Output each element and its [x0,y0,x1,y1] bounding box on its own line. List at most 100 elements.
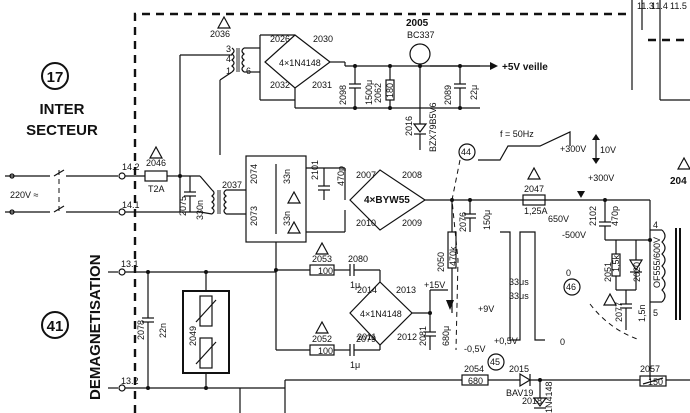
pin-1: 1 [226,66,231,76]
voltage-15v: +15V [424,280,445,290]
inter-label: INTER [40,101,85,118]
terminal-14-2: 14.2 [122,162,140,172]
warning-icon [216,15,232,29]
pulse-zero: 0 [566,268,571,278]
pin-4-right: 4 [653,220,658,230]
d2020-ref: 2020 [632,262,642,282]
c2098-value: 1500μ [364,80,374,105]
d2032-ref: 2032 [270,80,290,90]
warning-icon [526,166,542,180]
d2012-ref: 2012 [397,332,417,342]
d2015-value: BAV19 [506,388,533,398]
rail-300v-label: +300V [588,173,614,183]
c2081-ref: 2081 [418,326,428,346]
z2018-value: 1N4148 [544,381,554,413]
marker-44 [458,143,476,161]
pin-3: 3 [226,44,231,54]
c2075-ref: 2075 [178,196,188,216]
time-33us-2: 33μs [509,291,529,301]
block-41-circle [41,311,69,339]
r2050-ref: 2050 [436,252,446,272]
d2007-ref: 2007 [356,170,376,180]
c2101-value: 470p [336,166,346,186]
r2054-value: 680 [468,376,483,386]
pin-5-right: 5 [653,308,658,318]
d2020-value: OF555/600V [652,237,662,288]
pulse-waveform [500,231,545,341]
r2053-value: 100 [318,266,333,276]
c2079-value: 1μ [350,360,360,370]
d2013-ref: 2013 [396,285,416,295]
bridge-3-type: 4×1N4148 [360,309,402,319]
d2010-ref: 2010 [356,218,376,228]
voltage-plus-05v: +0,5V [494,336,518,346]
q2005-type: BC337 [407,30,435,40]
terminal-11-5: 11.5 [670,1,687,11]
fuse-2047-ref: 2047 [524,184,544,194]
c2079-ref: 2079 [356,334,376,344]
c2098-ref: 2098 [338,85,348,105]
r2050-value: 470k [448,246,458,266]
z2018-ref: 2018 [522,396,542,406]
sawtooth-waveform [478,131,571,161]
r2057-value: 150 [648,377,663,387]
warning-icon [286,220,302,234]
bridge-2 [349,169,427,231]
r2062-ref: 2062 [373,83,383,103]
warning-icon [314,241,330,255]
marker-44-label: 44 [461,147,471,157]
terminal-14-1: 14.1 [122,200,140,210]
c2089-value: 22μ [469,85,479,100]
c2089-ref: 2089 [443,85,453,105]
warning-icon [286,190,302,204]
terminal-11-4: 11.4 [651,1,668,11]
c2101-ref: 2101 [310,160,320,180]
d2031-ref: 2031 [312,80,332,90]
c2075-value: 330n [195,200,205,220]
r2062-value: 180 [385,83,395,98]
r2052-value: 100 [318,346,333,356]
d2030-ref: 2030 [313,34,333,44]
arrow-right-icon [490,62,498,70]
c2076-value: 150μ [482,210,492,230]
z2016-value: BZX79B5V6 [428,102,438,152]
rail-300v-top: +300V [560,144,586,154]
c2080-ref: 2080 [348,254,368,264]
c2073-value: 33n [282,211,292,226]
pulse-minus-500v: -500V [562,230,586,240]
ptc-2049-ref: 2049 [188,326,198,346]
block-17-circle [41,62,69,90]
c2081-value: 680μ [441,326,451,346]
r2051-value: 1,5k [611,254,621,272]
marker-45-label: 45 [490,357,500,367]
time-33us-1: 33μs [509,277,529,287]
pulse-650v: 650V [548,214,569,224]
d2008-ref: 2008 [402,170,422,180]
t2036-ref: 2036 [210,29,230,39]
pulse-zero-2: 0 [560,337,565,347]
warning-icon [148,145,164,159]
arrow-down-icon [446,300,454,310]
voltage-9v: +9V [478,304,494,314]
c2076-ref: 2076 [458,212,468,232]
c2074-value: 33n [282,169,292,184]
block-17-number: 17 [47,69,64,86]
marker-46-label: 46 [566,282,576,292]
c2102-ref: 2102 [588,206,598,226]
c2078-value: 22n [158,323,168,338]
secteur-label: SECTEUR [26,122,98,139]
warning-icon [676,156,690,170]
standby-rail-label: +5V veille [502,62,548,73]
r2052-ref: 2052 [312,334,332,344]
marker-46 [563,278,581,296]
bridge-2-type: 4×BYW55 [364,195,410,206]
amp-label: 10V [600,145,616,155]
z2016-ref: 2016 [404,116,414,136]
mains-voltage-label: 220V ≈ [10,190,39,200]
voltage-minus-05v: -0,5V [464,344,486,354]
r2051-ref: 2051 [603,262,613,282]
c2073-ref: 2073 [249,206,259,226]
fuse-2046-value: T2A [148,184,165,194]
